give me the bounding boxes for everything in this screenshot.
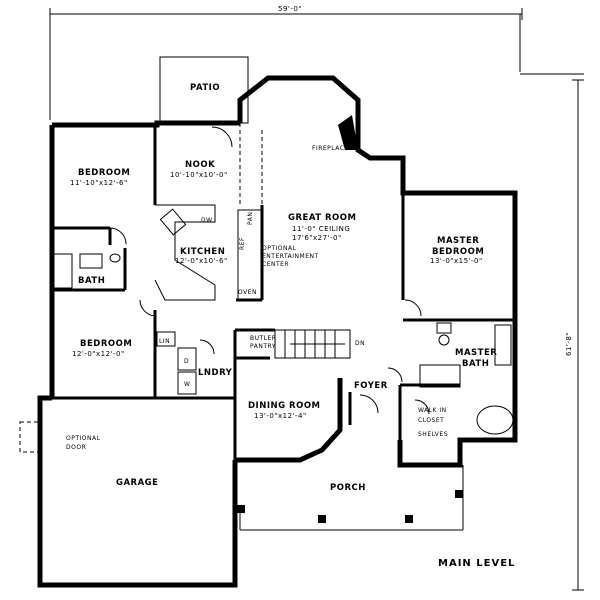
- porch-label: PORCH: [330, 483, 366, 493]
- master-bath-fixtures: [419, 322, 514, 435]
- fireplace-hearth: [338, 115, 358, 150]
- interior-walls: [52, 125, 515, 465]
- bath-label: BATH: [78, 276, 105, 286]
- optional-door-label-2: DOOR: [66, 444, 86, 451]
- master-bedroom-label-2: BEDROOM: [432, 247, 484, 257]
- walk-in-closet-label-2: CLOSET: [418, 417, 444, 424]
- master-bath-label-1: MASTER: [455, 348, 497, 358]
- bedroom2-size: 12'-0"x12'-0": [72, 350, 125, 358]
- optional-entertainment-3: CENTER: [262, 261, 289, 268]
- bedroom1-size: 11'-10"x12'-6": [70, 179, 128, 187]
- linen-closet-label: LIN: [159, 338, 170, 345]
- kitchen-label: KITCHEN: [180, 247, 225, 257]
- kitchen-size: 12'-0"x10'-6": [175, 257, 228, 265]
- main-level-label: MAIN LEVEL: [438, 558, 515, 569]
- fireplace-label: FIREPLACE: [312, 145, 349, 152]
- dishwasher-label: DW: [201, 217, 213, 224]
- overall-depth-dimension: 61'-8": [565, 332, 573, 356]
- master-bedroom-size: 13'-0"x15'-0": [430, 257, 483, 265]
- dashed-lines: [19, 123, 263, 453]
- dining-room-label: DINING ROOM: [248, 401, 321, 411]
- bedroom1-label: BEDROOM: [78, 168, 130, 178]
- pantry-label: PAN: [247, 212, 254, 225]
- optional-entertainment-2: ENTERTAINMENT: [262, 253, 319, 260]
- great-room-ceiling: 11'-0" CEILING: [292, 225, 350, 233]
- exterior-walls: [37, 75, 518, 588]
- stairs-down-label: DN: [355, 340, 365, 347]
- kitchen-counters: [154, 204, 263, 301]
- optional-entertainment-1: OPTIONAL: [262, 245, 297, 252]
- door-swings: [109, 126, 430, 415]
- walk-in-closet-label-1: WALK IN: [418, 407, 447, 414]
- oven-label: OVEN: [238, 289, 257, 296]
- garage-label: GARAGE: [116, 478, 158, 488]
- dimension-lines: [49, 8, 584, 591]
- bedroom2-label: BEDROOM: [80, 339, 132, 349]
- great-room-size: 17'6"x27'-0": [292, 234, 342, 242]
- great-room-label: GREAT ROOM: [288, 213, 356, 223]
- butlers-pantry-label-1: BUTLER: [250, 335, 276, 342]
- walk-in-closet-label-3: SHELVES: [418, 431, 448, 438]
- patio-label: PATIO: [190, 83, 220, 93]
- nook-size: 10'-10"x10'-0": [170, 171, 228, 179]
- overall-width-dimension: 59'-0": [278, 5, 302, 13]
- foyer-label: FOYER: [354, 381, 388, 391]
- laundry-closets: [156, 331, 197, 395]
- dryer-label: D: [184, 358, 189, 365]
- master-bath-label-2: BATH: [462, 359, 489, 369]
- stairs: [274, 329, 351, 359]
- refrigerator-label: REF: [239, 237, 246, 250]
- master-bedroom-label-1: MASTER: [437, 236, 479, 246]
- nook-label: NOOK: [185, 160, 215, 170]
- optional-door-label-1: OPTIONAL: [66, 435, 101, 442]
- bath-fixtures: [53, 253, 121, 289]
- dining-room-size: 13'-0"x12'-4": [254, 412, 307, 420]
- porch-columns: [237, 465, 464, 531]
- butlers-pantry-label-2: PANTRY: [250, 343, 276, 350]
- washer-label: W: [184, 381, 190, 388]
- laundry-label: LNDRY: [198, 368, 233, 378]
